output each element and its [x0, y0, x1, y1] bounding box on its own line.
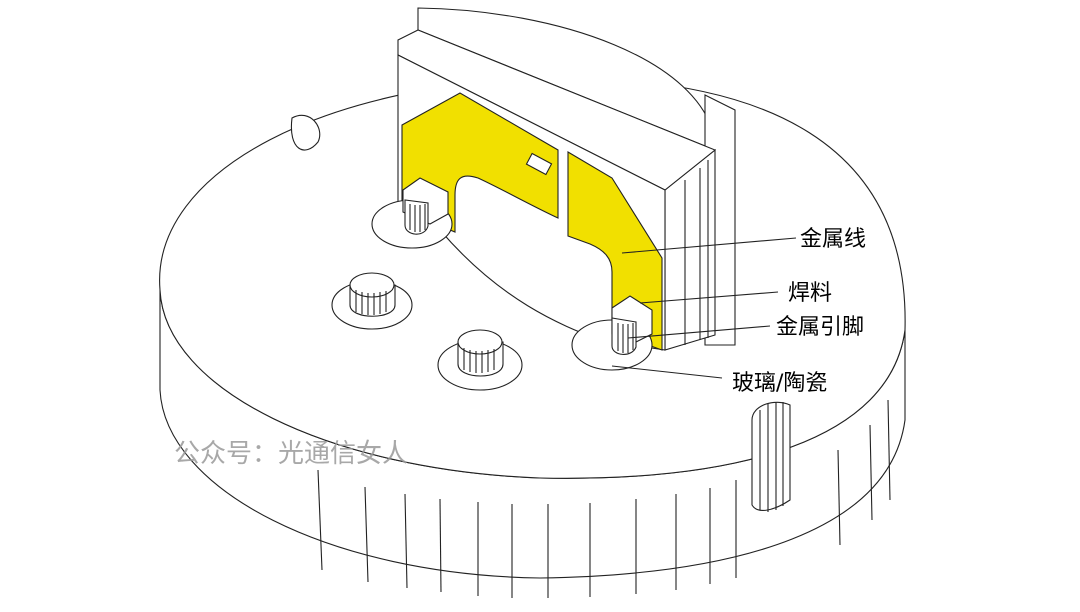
header-notch-facets	[759, 402, 784, 512]
pin-front-center	[437, 329, 523, 391]
header-side-facets	[317, 399, 891, 598]
carrier-edge-facets	[684, 160, 709, 345]
watermark-text: 公众号：光通信女人	[174, 439, 408, 469]
leader-glass	[611, 365, 723, 379]
leader-wire	[621, 237, 797, 254]
label-solder: 焊料	[788, 281, 832, 306]
pin-right-with-solder	[571, 295, 653, 371]
label-glass-ceramic: 玻璃/陶瓷	[732, 371, 827, 396]
label-metal-wire: 金属线	[800, 227, 866, 252]
pin-front-left	[331, 272, 413, 330]
metal-pin-right	[611, 317, 637, 355]
leader-pin	[627, 325, 771, 339]
carrier-top-strip	[397, 29, 717, 191]
label-metal-pin: 金属引脚	[776, 315, 864, 340]
pin-left-with-solder	[371, 177, 453, 249]
leader-solder	[639, 291, 779, 304]
header-notch-left	[290, 115, 321, 151]
callout-leaders	[611, 237, 797, 379]
trace-pad	[525, 152, 553, 176]
header-notch-right	[751, 401, 791, 511]
